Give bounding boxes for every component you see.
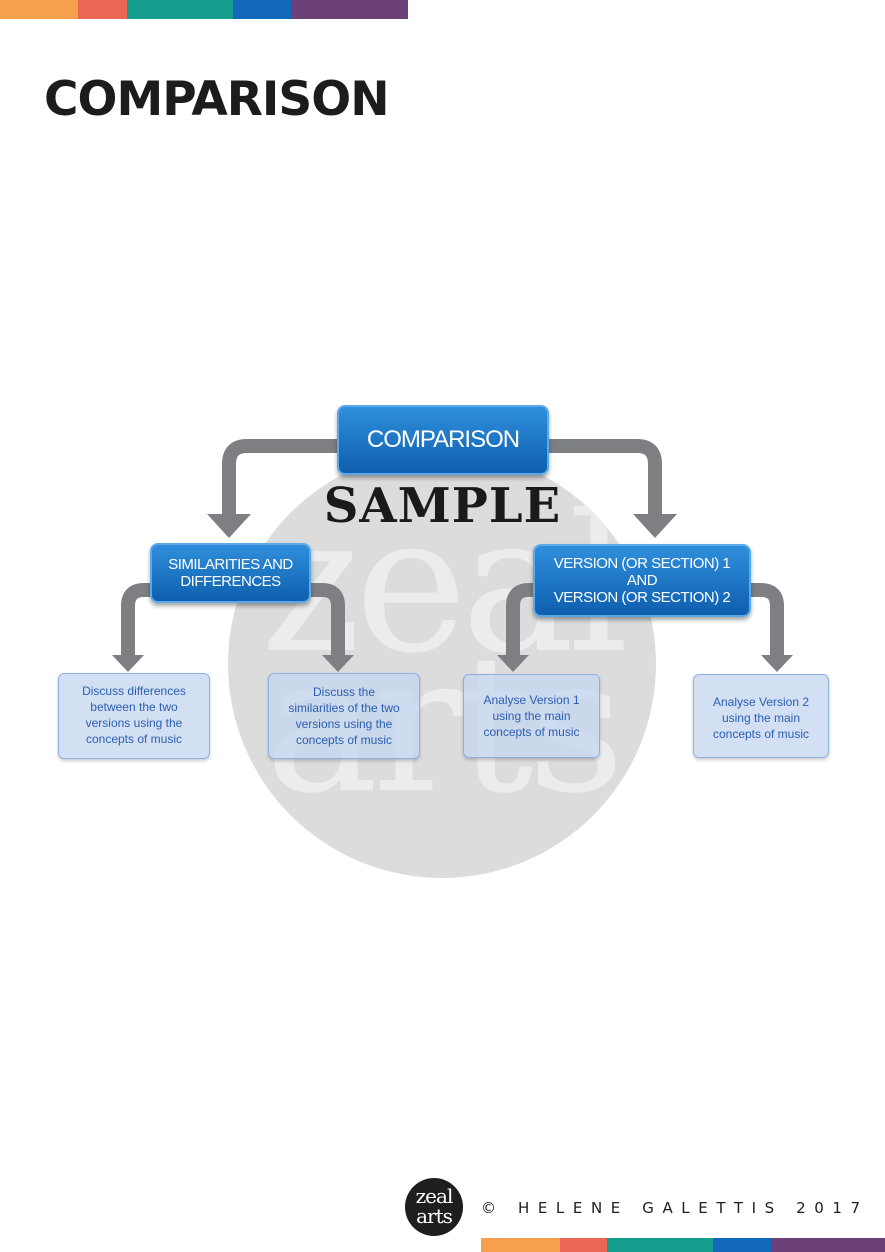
arrowhead: [322, 655, 354, 672]
connector-root-right: [548, 439, 662, 514]
connector-root-left: [222, 439, 338, 514]
node-label: VERSION (OR SECTION) 1 AND VERSION (OR S…: [553, 555, 731, 606]
leaf-node-version-2: Analyse Version 2 using the main concept…: [693, 674, 829, 758]
connector-ver-right: [749, 583, 784, 655]
node-label: COMPARISON: [366, 426, 520, 453]
root-node-comparison: COMPARISON: [337, 405, 549, 475]
leaf-node-differences: Discuss differences between the two vers…: [58, 673, 210, 759]
stripe-segment: [560, 1238, 607, 1252]
node-label: Analyse Version 1 using the main concept…: [483, 693, 580, 739]
stripe-segment: [771, 1238, 885, 1252]
connector-sim-right: [309, 583, 345, 655]
zeal-arts-watermark: zeal arts: [228, 450, 656, 878]
arrowhead: [633, 514, 677, 538]
copyright-text: © HELENE GALETTIS 2017: [481, 1199, 869, 1217]
logo-line: arts: [416, 1204, 453, 1228]
stripe-segment: [607, 1238, 713, 1252]
bottom-color-stripe: [481, 1238, 885, 1252]
arrowhead: [112, 655, 144, 672]
leaf-node-version-1: Analyse Version 1 using the main concept…: [463, 674, 600, 758]
arrowhead: [761, 655, 793, 672]
connector-sim-left: [121, 583, 152, 655]
stripe-segment: [713, 1238, 771, 1252]
stripe-segment: [78, 0, 127, 19]
node-label: Discuss the similarities of the two vers…: [288, 685, 400, 747]
arrowhead: [497, 655, 529, 672]
stripe-segment: [127, 0, 233, 19]
logo-line: zeal: [415, 1184, 454, 1208]
node-label: Discuss differences between the two vers…: [82, 684, 186, 746]
connector-ver-left: [506, 583, 536, 655]
top-color-stripe: [0, 0, 408, 19]
node-label: Analyse Version 2 using the main concept…: [712, 695, 810, 741]
leaf-node-similarities: Discuss the similarities of the two vers…: [268, 673, 420, 759]
stripe-segment: [291, 0, 408, 19]
stripe-segment: [481, 1238, 560, 1252]
branch-node-similarities: SIMILARITIES AND DIFFERENCES: [150, 543, 311, 603]
stripe-segment: [0, 0, 78, 19]
node-label: SIMILARITIES AND DIFFERENCES: [168, 556, 293, 590]
zeal-arts-logo: zeal arts: [405, 1178, 463, 1236]
sample-stamp: SAMPLE: [323, 478, 562, 534]
arrowhead: [207, 514, 251, 538]
branch-node-versions: VERSION (OR SECTION) 1 AND VERSION (OR S…: [533, 544, 751, 617]
stripe-segment: [233, 0, 291, 19]
page-title: COMPARISON: [44, 72, 390, 127]
